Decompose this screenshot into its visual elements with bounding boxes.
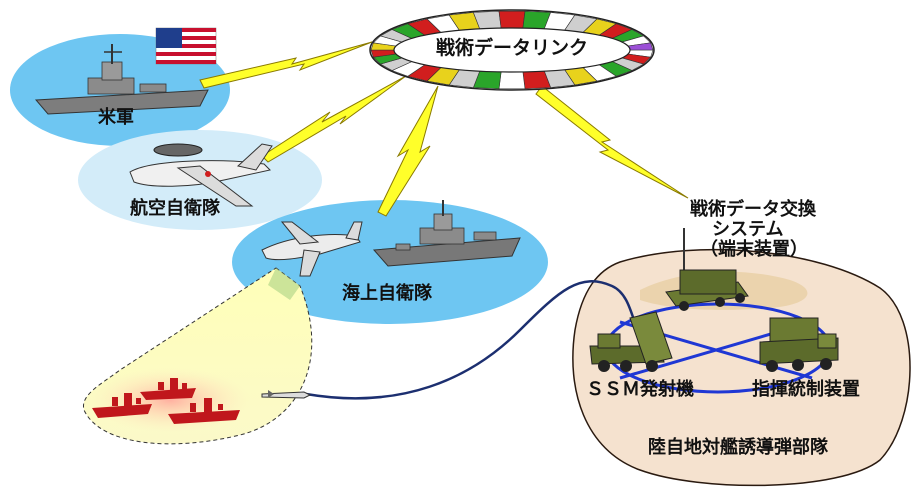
terminal-label-line3: （端末装置） (700, 239, 808, 260)
missile-path (305, 280, 642, 400)
maritime-sdf-label: 海上自衛隊 (342, 283, 432, 304)
ring-segment (498, 71, 526, 90)
datalink-ring (369, 9, 655, 91)
lightning-bolt-terminal (535, 85, 689, 199)
datalink-title: 戦術データリンク (436, 37, 589, 59)
ring-segment (498, 10, 526, 29)
us-forces-label: 米軍 (98, 107, 134, 128)
lightning-bolt-us (199, 41, 373, 89)
ssm-launcher-label: ＳＳＭ発射機 (586, 379, 694, 400)
command-control-label: 指揮統制装置 (752, 379, 860, 400)
awacs-aircraft-icon (129, 143, 273, 207)
us-warship-icon (34, 44, 209, 115)
enemy-ship-3 (168, 398, 240, 424)
air-sdf-label: 航空自衛隊 (130, 198, 220, 219)
terminal-truck-icon (665, 228, 749, 311)
destroyer-icon (372, 200, 521, 267)
lightning-bolt-air (261, 75, 407, 163)
patrol-aircraft-icon (261, 221, 363, 277)
ssm-launcher-icon (589, 311, 673, 372)
enemy-ship-1 (140, 378, 196, 400)
cone-edge (268, 268, 300, 300)
command-vehicle-icon (759, 317, 839, 372)
lightning-bolt-maritime (377, 85, 439, 217)
enemy-ship-2 (92, 393, 152, 418)
terminal-label-line1: 戦術データ交換 (690, 199, 816, 220)
gsdf-area (572, 248, 911, 487)
missile-icon (261, 390, 312, 399)
gsdf-unit-label: 陸自地対艦誘導弾部隊 (648, 437, 828, 458)
us-flag-icon (155, 27, 217, 65)
terminal-label-line2: システム (712, 219, 784, 240)
